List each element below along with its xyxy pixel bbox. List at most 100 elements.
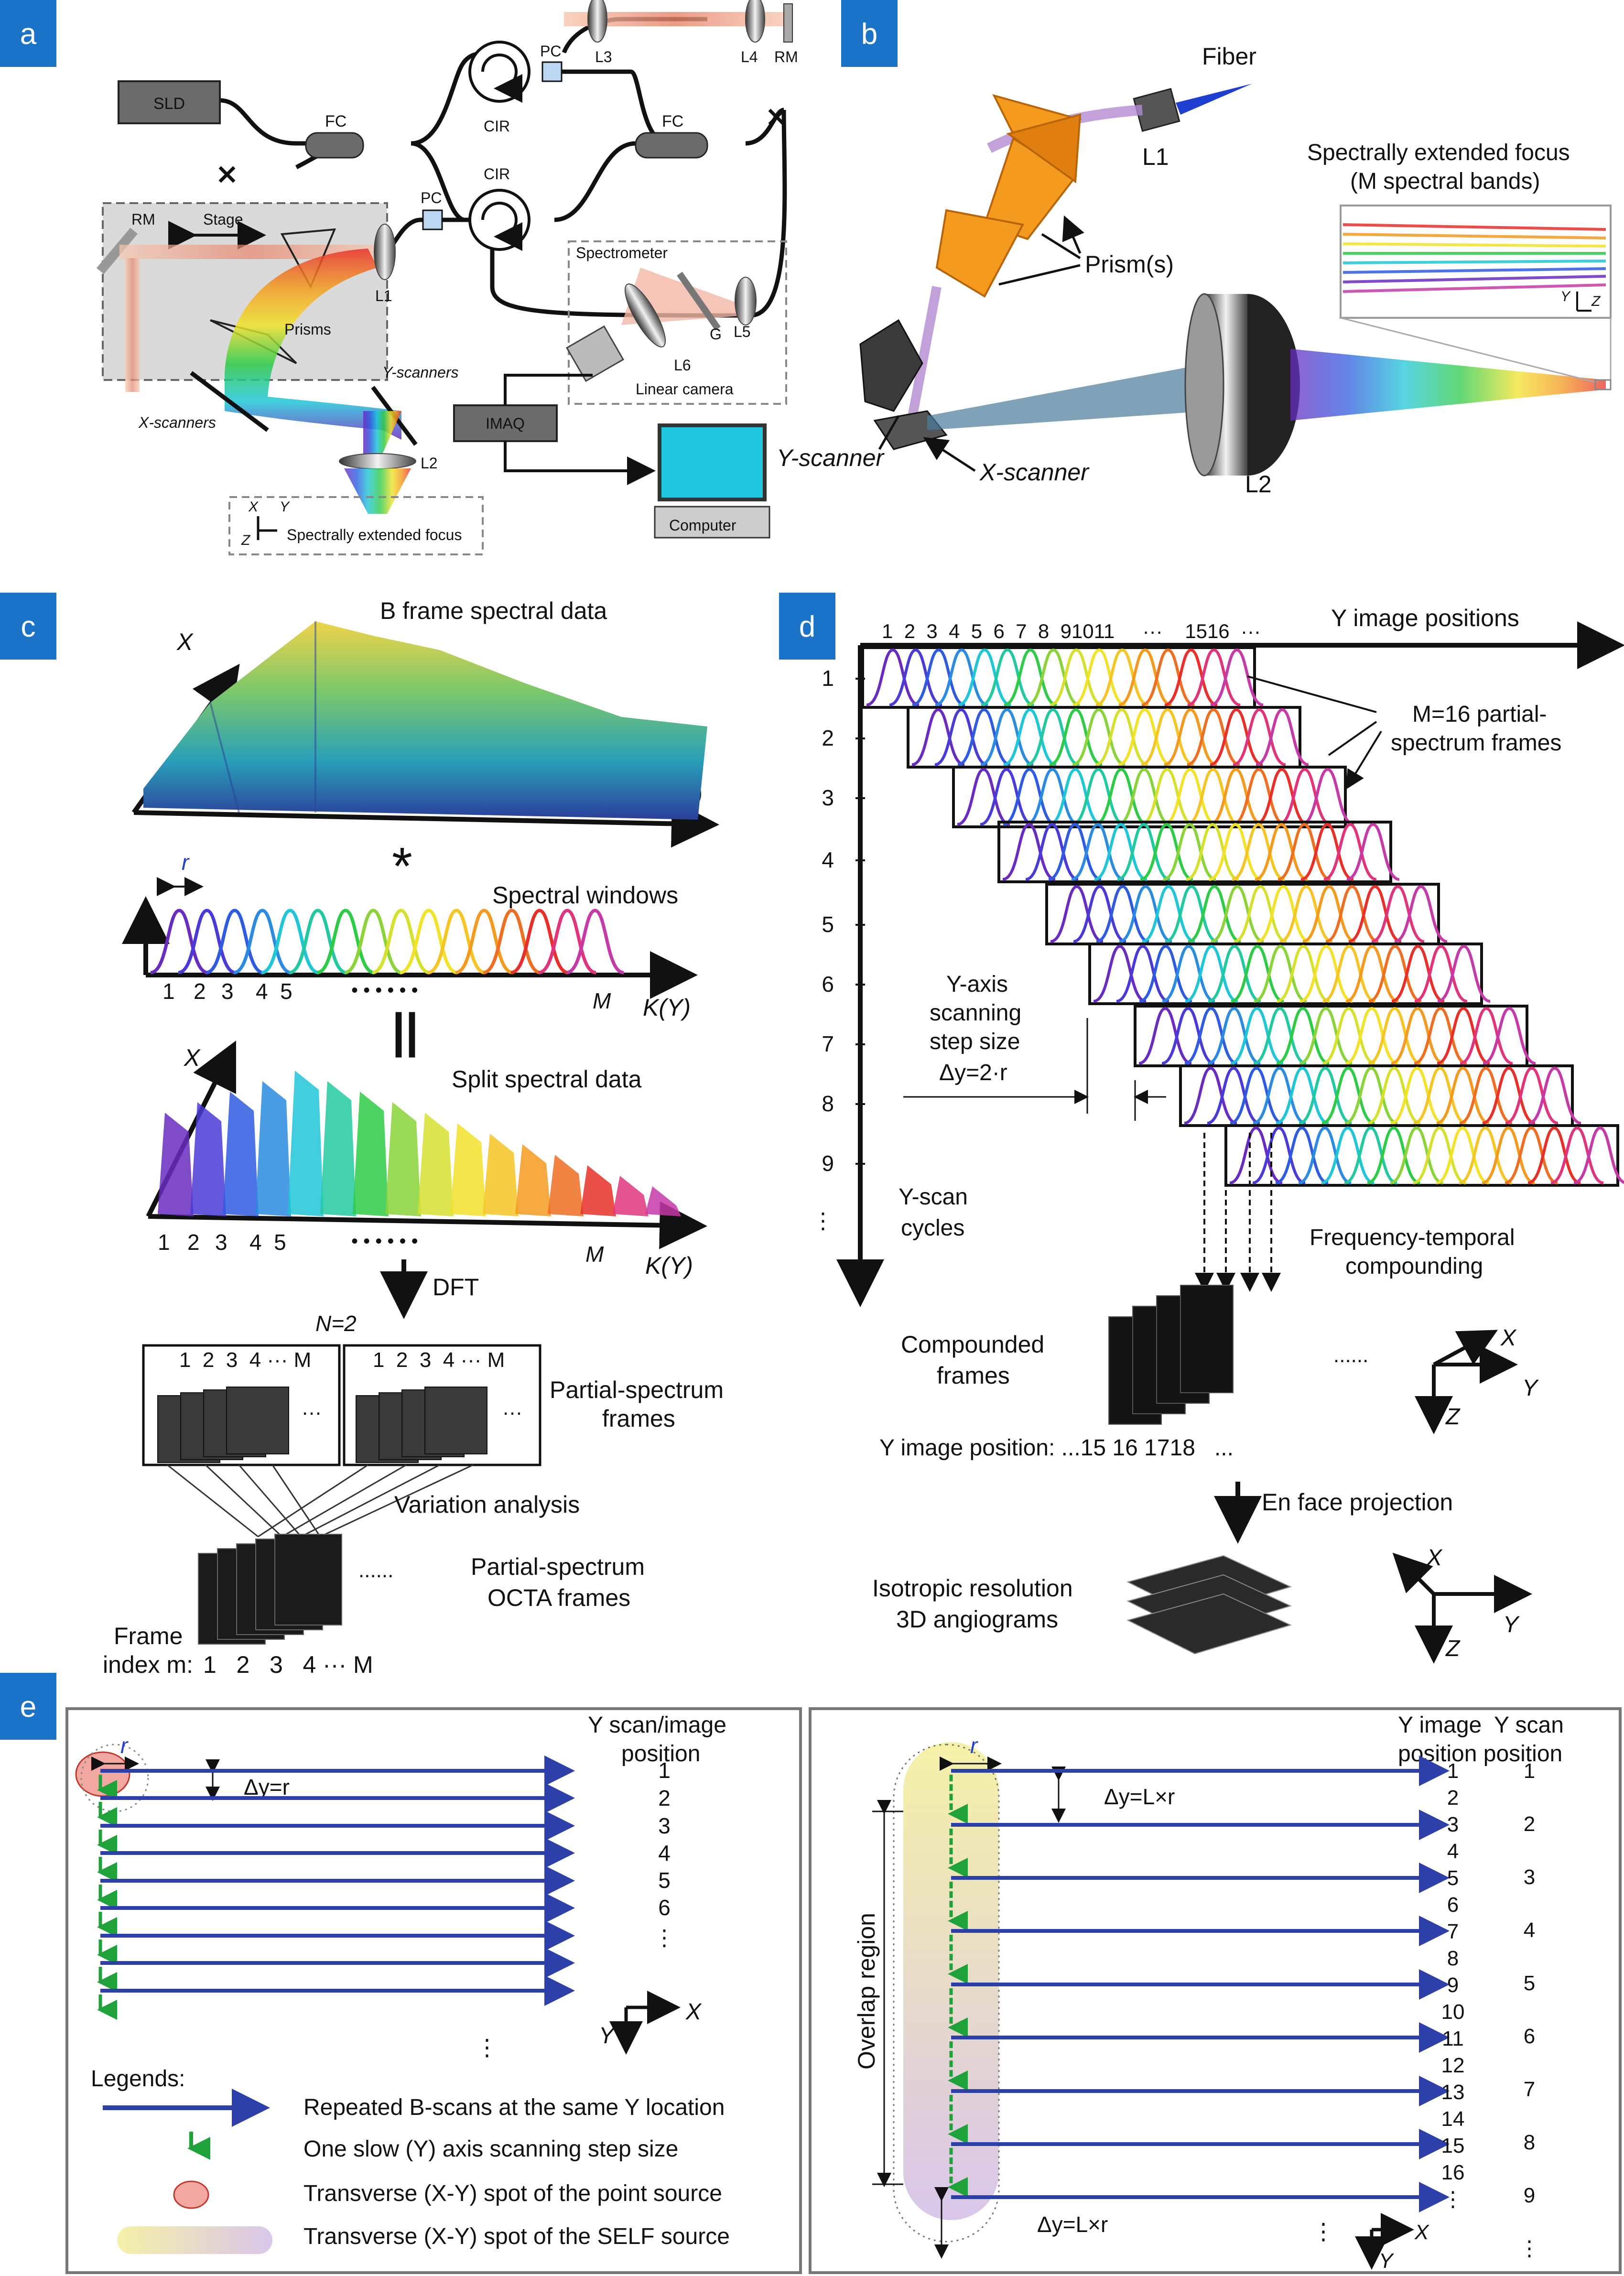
right-vdots: ⋮ — [1312, 2219, 1335, 2244]
linear-camera-label: Linear camera — [636, 380, 734, 398]
variation-lines — [167, 1464, 474, 1538]
image-position-label: 2 — [1447, 1786, 1459, 1810]
row-spectral-curve — [1025, 823, 1079, 881]
d-ax1-y: Y — [1522, 1376, 1539, 1401]
split-band — [645, 1186, 681, 1216]
lens-l2-front — [1184, 293, 1224, 477]
row-spectral-curve — [1321, 1126, 1375, 1184]
box2-dots: … — [502, 1396, 523, 1420]
row-spectral-curve — [1210, 648, 1264, 706]
row-spectral-curve — [1026, 768, 1079, 826]
rm-top-label: RM — [774, 48, 798, 65]
image-position-label: 12 — [1441, 2054, 1465, 2077]
windows-title: Spectral windows — [492, 882, 678, 909]
fiber-label: Fiber — [1202, 43, 1256, 70]
panel-a: a SLD FC FC CIR CIR PC — [0, 0, 798, 555]
scan-position-label: 8 — [1524, 2131, 1535, 2154]
row-spectral-curve — [1345, 1007, 1398, 1065]
row-spectral-curve — [1093, 944, 1147, 1003]
row-spectral-curve — [1118, 708, 1171, 766]
comp-2: frames — [937, 1362, 1010, 1389]
focus-box — [228, 496, 484, 555]
row-spectral-curve — [1072, 648, 1126, 706]
right-dy-bottom: Δy=L×r — [1037, 2212, 1108, 2237]
image-position-label: 9 — [1447, 1973, 1459, 1997]
row-number: 7 — [822, 1031, 834, 1056]
ft-2: compounding — [1345, 1254, 1483, 1279]
octa-frames — [198, 1534, 342, 1645]
row-spectral-curve — [1049, 708, 1103, 766]
row-spectral-curve — [1276, 1007, 1330, 1065]
row-spectral-curve — [1505, 1126, 1558, 1184]
d-ax2-y: Y — [1503, 1612, 1520, 1637]
row-spectral-curve — [1209, 823, 1262, 881]
iso-1: Isotropic resolution — [872, 1575, 1073, 1602]
row-spectral-curve — [1276, 1066, 1329, 1125]
row-spectral-curve — [1436, 1066, 1490, 1125]
linear-camera — [565, 325, 625, 382]
row-spectral-curve — [1072, 708, 1126, 766]
rm-label: RM — [131, 211, 155, 228]
octa-label-1: Partial-spectrum — [471, 1553, 645, 1580]
focused-beam — [1290, 349, 1606, 421]
row-spectral-curve — [1185, 944, 1238, 1003]
row-spectral-curve — [1301, 768, 1354, 826]
en-face-label: En face projection — [1262, 1489, 1453, 1516]
left-ax-x: X — [685, 1999, 702, 2025]
row-spectral-curve — [1367, 1066, 1421, 1125]
circulator-top — [468, 41, 531, 103]
fc-right-label: FC — [662, 112, 683, 130]
row-spectral-curve — [1344, 1126, 1397, 1184]
c-axis-k-split — [148, 1201, 707, 1249]
rainbow-focus — [344, 468, 411, 514]
row-spectral-curve — [1371, 885, 1425, 943]
split-band — [223, 1092, 259, 1216]
partial-spectrum-thumb — [424, 1387, 487, 1454]
split-spectral-bands — [158, 1071, 681, 1216]
row-spectral-curve — [1050, 885, 1104, 943]
row-spectral-curve — [1119, 885, 1172, 943]
row-spectral-curve — [1275, 1126, 1329, 1184]
row-spectral-curve — [1298, 1126, 1352, 1184]
row-spectral-curve — [1302, 885, 1356, 943]
image-position-label: 3 — [1447, 1813, 1459, 1836]
row-spectral-curve — [1252, 1126, 1306, 1184]
row-spectral-curve — [935, 648, 988, 706]
win-m: M — [593, 988, 611, 1013]
box1-dots: … — [301, 1396, 322, 1420]
row-spectral-curve — [1300, 823, 1354, 881]
scan-position-label: 3 — [1524, 1865, 1535, 1889]
row-spectral-curve — [1413, 1126, 1466, 1184]
row-spectral-curve — [1256, 708, 1309, 766]
fc-right — [635, 132, 708, 159]
image-position-label: 14 — [1441, 2107, 1465, 2131]
row-spectral-curve — [1186, 768, 1240, 826]
row-spectral-curve — [1096, 885, 1149, 943]
scan-position-label: ⋮ — [1519, 2237, 1540, 2260]
row-spectral-curve — [1345, 944, 1399, 1003]
row-spectral-curve — [1390, 1066, 1444, 1125]
lens-l4-label: L4 — [741, 48, 758, 65]
focus-inset-lines — [1343, 223, 1606, 293]
spectral-window-curve — [233, 909, 292, 975]
inset-axis-y: Y — [1560, 289, 1571, 304]
row-spectral-curve — [1348, 885, 1402, 943]
split-band — [353, 1092, 389, 1216]
row-spectral-curve — [1207, 1007, 1261, 1065]
win-n1: 1 — [162, 979, 175, 1004]
panel-tag-d-label: d — [799, 610, 815, 643]
prism-b-4 — [1006, 113, 1082, 184]
b-l1-label: L1 — [1142, 143, 1169, 170]
row-spectral-curve — [1253, 1007, 1307, 1065]
spectral-window-curve — [483, 909, 541, 975]
y-scanner-b-label: Y-scanner — [777, 444, 885, 471]
right-bscan-rows — [948, 1756, 1450, 2212]
row-spectral-curve — [1483, 1007, 1536, 1065]
x-scanners-label: X-scanners — [138, 414, 216, 431]
split-dots: • • • • • • — [351, 1231, 418, 1252]
panel-tag-b — [841, 0, 898, 67]
row-spectral-curve — [1253, 1066, 1306, 1125]
